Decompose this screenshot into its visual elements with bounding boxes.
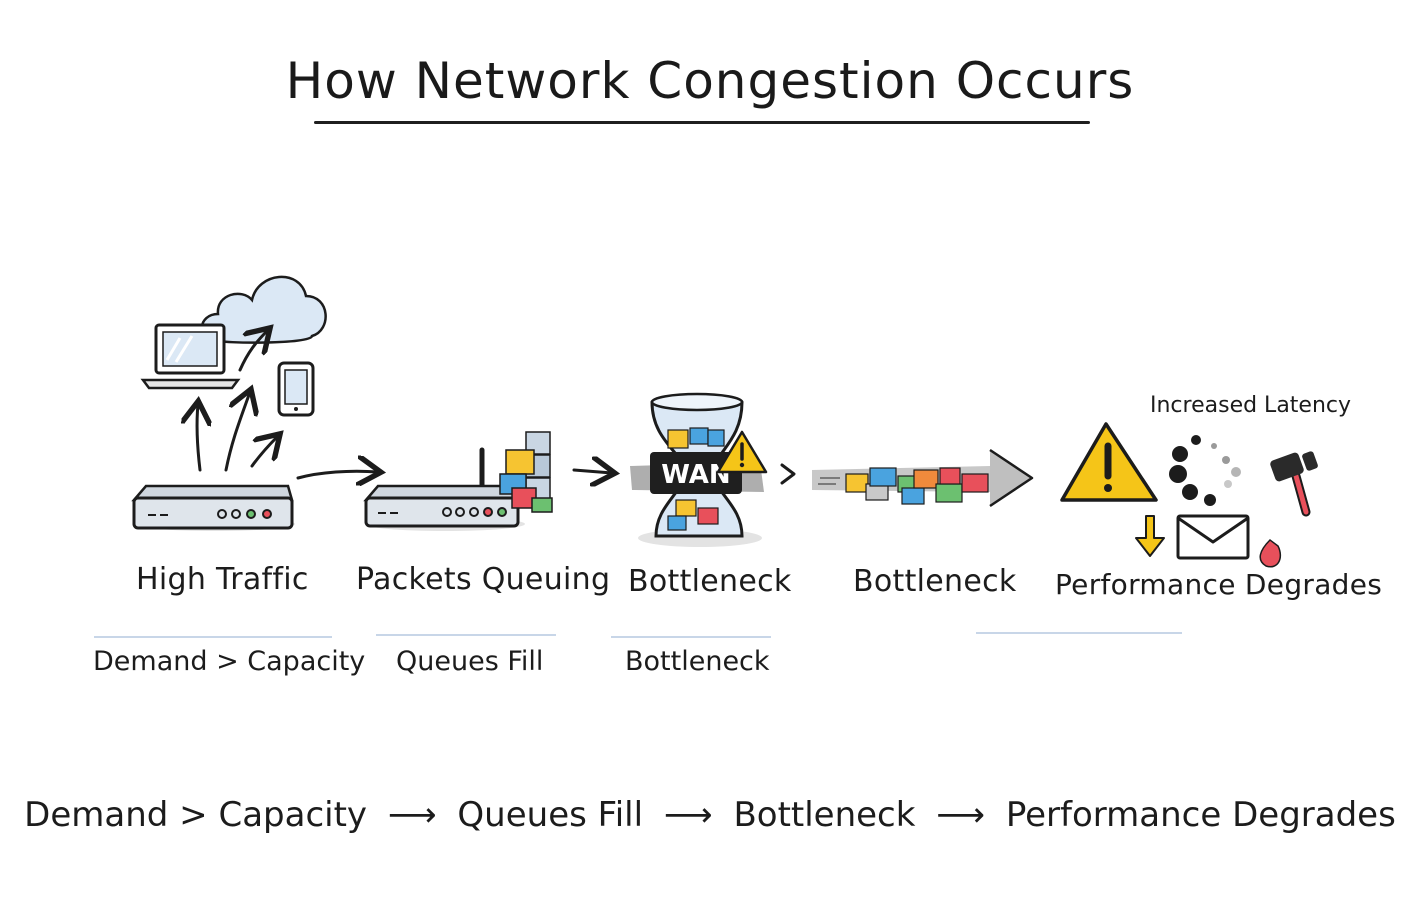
stage-2-sublabel: Queues Fill (396, 646, 544, 677)
flow-arrow-2 (572, 470, 612, 473)
stage-5-label: Performance Degrades (1055, 568, 1383, 601)
stage-3-rule (611, 636, 771, 638)
stage-1-label: High Traffic (136, 562, 309, 597)
summary-arrow-icon: ⟶ (663, 795, 713, 835)
warning-icon-large (1060, 422, 1158, 502)
stage-5-rule (976, 632, 1182, 634)
down-arrow-icon (1135, 515, 1165, 557)
summary-step-3: Bottleneck (733, 795, 916, 835)
cloud-icon (200, 275, 327, 344)
stage-3-sublabel: Bottleneck (625, 646, 770, 677)
router-icon (131, 484, 295, 531)
warning-icon (716, 430, 768, 474)
summary-arrow-icon: ⟶ (936, 795, 986, 835)
packet-stream-arrow-icon (812, 448, 1034, 508)
router-icon-2 (363, 447, 525, 531)
stage-3-label: Bottleneck (628, 564, 792, 599)
summary-arrow-icon: ⟶ (387, 795, 437, 835)
laptop-icon (140, 323, 241, 390)
summary-step-4: Performance Degrades (1005, 795, 1396, 835)
stage-2-rule (376, 634, 556, 636)
stage-2-label: Packets Queuing (356, 562, 611, 597)
summary-flow: Demand > Capacity ⟶ Queues Fill ⟶ Bottle… (0, 795, 1420, 835)
phone-icon (277, 361, 315, 417)
wan-tag: WAN (661, 460, 730, 490)
drop-icon (1259, 539, 1282, 568)
summary-step-2: Queues Fill (457, 795, 644, 835)
hammer-icon (1270, 451, 1318, 517)
latency-note: Increased Latency (1150, 393, 1352, 418)
flow-arrow-3 (780, 463, 796, 485)
upload-arrows (197, 330, 278, 472)
envelope-icon (1176, 514, 1250, 560)
title-underline (314, 121, 1090, 124)
stage-1-sublabel: Demand > Capacity (93, 646, 366, 677)
page-title: How Network Congestion Occurs (285, 52, 1135, 110)
summary-step-1: Demand > Capacity (24, 795, 368, 835)
flow-arrow-1 (296, 471, 378, 478)
loading-spinner-icon (1169, 435, 1241, 506)
stage-4-label: Bottleneck (853, 564, 1017, 599)
stage-1-rule (94, 636, 332, 638)
packet-stack-icon (499, 431, 553, 513)
